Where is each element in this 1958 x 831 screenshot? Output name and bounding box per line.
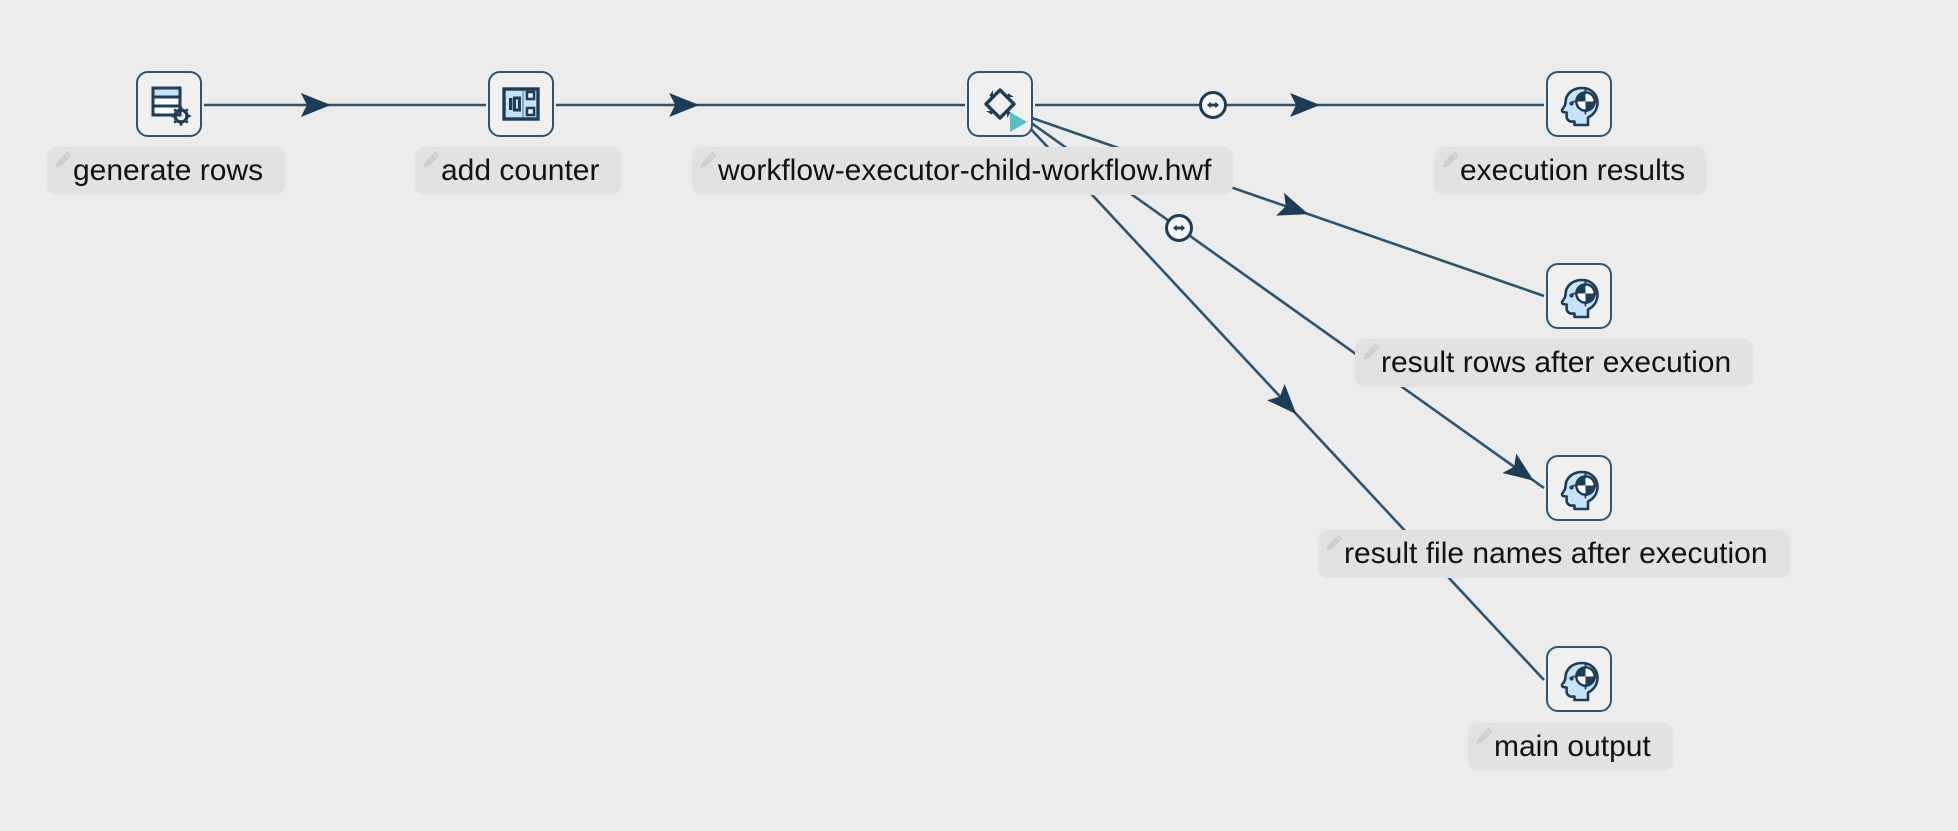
node-result-rows-after-execution[interactable] xyxy=(1546,263,1612,329)
head-brain-icon xyxy=(1560,278,1599,319)
node-label-execution-results[interactable]: execution results xyxy=(1434,147,1708,195)
edge-line xyxy=(1031,116,1545,298)
edge-arrowhead-icon xyxy=(1276,192,1309,216)
node-label-result-file-names-after-execution[interactable]: result file names after execution xyxy=(1318,530,1790,578)
node-label-result-rows-after-execution[interactable]: result rows after execution xyxy=(1355,339,1754,387)
edge-arrowhead-icon xyxy=(1267,383,1297,415)
node-label-text: add counter xyxy=(441,154,600,187)
head-brain-icon xyxy=(1560,470,1599,511)
node-generate-rows[interactable] xyxy=(136,71,202,137)
run-play-badge-icon[interactable] xyxy=(1010,112,1027,132)
circular-arrows-icon xyxy=(984,88,1016,120)
pencil-edit-icon[interactable] xyxy=(1474,726,1494,746)
head-brain-icon xyxy=(1560,661,1599,702)
edge-line xyxy=(1027,125,1545,681)
edge-connector-workflow-executor-to-result-file-names[interactable] xyxy=(1165,214,1194,243)
node-label-main-output[interactable]: main output xyxy=(1468,723,1673,771)
edge-workflow-executor-to-main-output[interactable] xyxy=(1027,125,1545,681)
node-result-file-names-after-execution[interactable] xyxy=(1546,455,1612,521)
node-main-output[interactable] xyxy=(1546,646,1612,712)
pencil-edit-icon[interactable] xyxy=(1440,150,1460,170)
pencil-edit-icon[interactable] xyxy=(698,150,718,170)
edge-workflow-executor-to-result-rows[interactable] xyxy=(1031,116,1545,298)
edge-connector-workflow-executor-to-execution-results[interactable] xyxy=(1199,91,1228,119)
node-label-text: result file names after execution xyxy=(1344,537,1768,570)
edge-arrowhead-icon xyxy=(1290,93,1321,117)
edge-arrowhead-icon xyxy=(300,93,331,117)
node-label-text: workflow-executor-child-workflow.hwf xyxy=(718,154,1212,187)
node-label-add-counter[interactable]: add counter xyxy=(415,147,622,195)
node-label-text: main output xyxy=(1494,730,1651,763)
double-arrow-icon xyxy=(1207,101,1220,109)
pencil-edit-icon[interactable] xyxy=(421,150,441,170)
node-label-generate-rows[interactable]: generate rows xyxy=(47,147,286,195)
pencil-edit-icon[interactable] xyxy=(53,150,73,170)
table-rows-gear-icon xyxy=(151,86,191,126)
edge-add-counter-to-workflow-executor[interactable] xyxy=(556,93,965,117)
head-brain-icon xyxy=(1560,86,1599,127)
node-label-text: result rows after execution xyxy=(1381,346,1732,379)
pencil-edit-icon[interactable] xyxy=(1361,342,1381,362)
edge-generate-rows-to-add-counter[interactable] xyxy=(204,93,486,117)
node-execution-results[interactable] xyxy=(1546,71,1612,137)
edge-arrowhead-icon xyxy=(669,93,700,117)
edge-arrowhead-icon xyxy=(1502,453,1534,481)
node-label-text: execution results xyxy=(1460,154,1686,187)
node-label-workflow-executor-child-workflow[interactable]: workflow-executor-child-workflow.hwf xyxy=(692,147,1234,195)
node-add-counter[interactable] xyxy=(488,71,554,137)
double-arrow-icon xyxy=(1173,224,1186,232)
pencil-edit-icon[interactable] xyxy=(1324,533,1344,553)
square-panel-icon xyxy=(502,87,540,121)
node-label-text: generate rows xyxy=(73,154,264,187)
edge-workflow-executor-to-execution-results[interactable] xyxy=(1035,93,1544,117)
node-workflow-executor-child-workflow[interactable] xyxy=(967,71,1033,137)
